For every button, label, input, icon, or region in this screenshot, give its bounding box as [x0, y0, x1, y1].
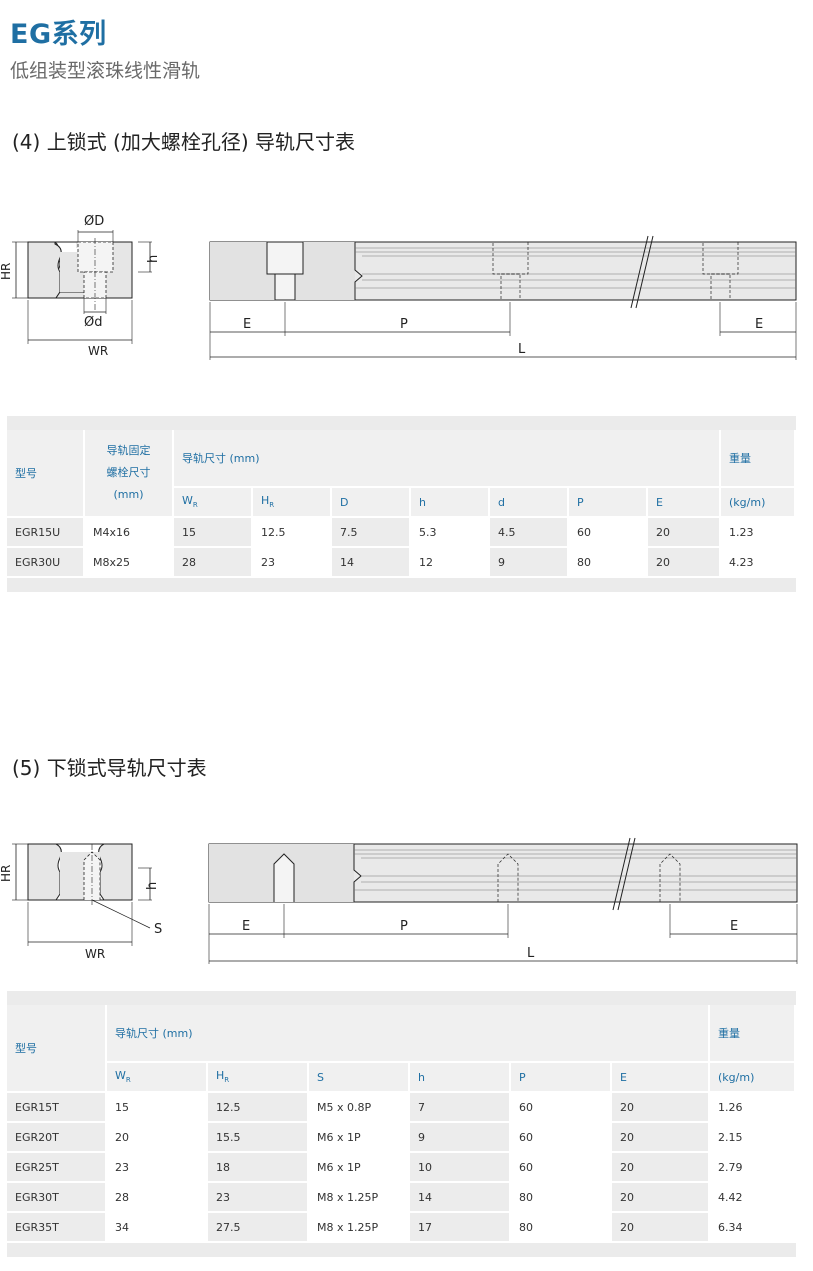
subheader-E: E	[612, 1063, 710, 1093]
section4-table: 型号 导轨固定 螺栓尺寸 (mm) 导轨尺寸 (mm) 重量 WR HR D h…	[7, 416, 796, 592]
section5-table: 型号 导轨尺寸 (mm) 重量 WR HR S h P E (kg/m) EGR…	[7, 991, 796, 1257]
table-band-bottom	[7, 1243, 796, 1257]
subheader-h: h	[410, 1063, 511, 1093]
label-h: h	[145, 882, 160, 890]
label-L: L	[518, 342, 526, 357]
label-WR: WR	[88, 344, 108, 358]
subheader-WR: WR	[107, 1063, 208, 1093]
subheader-h: h	[411, 488, 490, 518]
label-P: P	[400, 919, 408, 934]
page-title: EG系列	[10, 19, 107, 50]
header-weight: 重量	[721, 430, 796, 488]
subheader-S: S	[309, 1063, 410, 1093]
subheader-D: D	[332, 488, 411, 518]
header-dims: 导轨尺寸 (mm)	[174, 430, 721, 488]
label-E-left: E	[242, 919, 250, 934]
subheader-d: d	[490, 488, 569, 518]
subheader-E: E	[648, 488, 721, 518]
table-band-top	[7, 991, 796, 1005]
subheader-WR: WR	[174, 488, 253, 518]
label-L: L	[527, 946, 535, 961]
table-row: EGR15T 15 12.5 M5 x 0.8P 7 60 20 1.26	[7, 1093, 796, 1123]
header-weight: 重量	[710, 1005, 796, 1063]
section4-cross-section-diagram: ØD Ød WR h HR	[0, 214, 161, 358]
subheader-P: P	[569, 488, 648, 518]
label-D: ØD	[84, 214, 104, 229]
header-model: 型号	[7, 1005, 107, 1093]
subheader-P: P	[511, 1063, 612, 1093]
label-HR: HR	[0, 865, 13, 882]
label-S: S	[154, 922, 162, 937]
section5-cross-section-diagram: S WR h HR	[0, 843, 162, 961]
subheader-HR: HR	[253, 488, 332, 518]
header-bolt: 导轨固定 螺栓尺寸 (mm)	[85, 430, 174, 518]
table-row: EGR20T 20 15.5 M6 x 1P 9 60 20 2.15	[7, 1123, 796, 1153]
table-row: EGR30U M8x25 28 23 14 12 9 80 20 4.23	[7, 548, 796, 578]
table-row: EGR35T 34 27.5 M8 x 1.25P 17 80 20 6.34	[7, 1213, 796, 1243]
subheader-weight-unit: (kg/m)	[721, 488, 796, 518]
header-dims: 导轨尺寸 (mm)	[107, 1005, 710, 1063]
label-P: P	[400, 317, 408, 332]
table-row: EGR30T 28 23 M8 x 1.25P 14 80 20 4.42	[7, 1183, 796, 1213]
table-row: EGR25T 23 18 M6 x 1P 10 60 20 2.79	[7, 1153, 796, 1183]
label-WR: WR	[85, 947, 105, 961]
section4-rail-side-diagram: E P E L	[209, 235, 797, 360]
label-h: h	[146, 255, 161, 263]
page-subtitle: 低组装型滚珠线性滑轨	[10, 60, 201, 82]
section5-rail-side-diagram: E P E L	[208, 837, 798, 964]
label-HR: HR	[0, 263, 13, 280]
subheader-weight-unit: (kg/m)	[710, 1063, 796, 1093]
label-E-left: E	[243, 317, 251, 332]
label-E-right: E	[755, 317, 763, 332]
label-E-right: E	[730, 919, 738, 934]
table-band-top	[7, 416, 796, 430]
section5-title: (5) 下锁式导轨尺寸表	[12, 756, 207, 780]
section4-title: (4) 上锁式 (加大螺栓孔径) 导轨尺寸表	[12, 130, 356, 154]
table-row: EGR15U M4x16 15 12.5 7.5 5.3 4.5 60 20 1…	[7, 518, 796, 548]
header-model: 型号	[7, 430, 85, 518]
table-band-bottom	[7, 578, 796, 592]
label-d: Ød	[84, 315, 102, 330]
subheader-HR: HR	[208, 1063, 309, 1093]
